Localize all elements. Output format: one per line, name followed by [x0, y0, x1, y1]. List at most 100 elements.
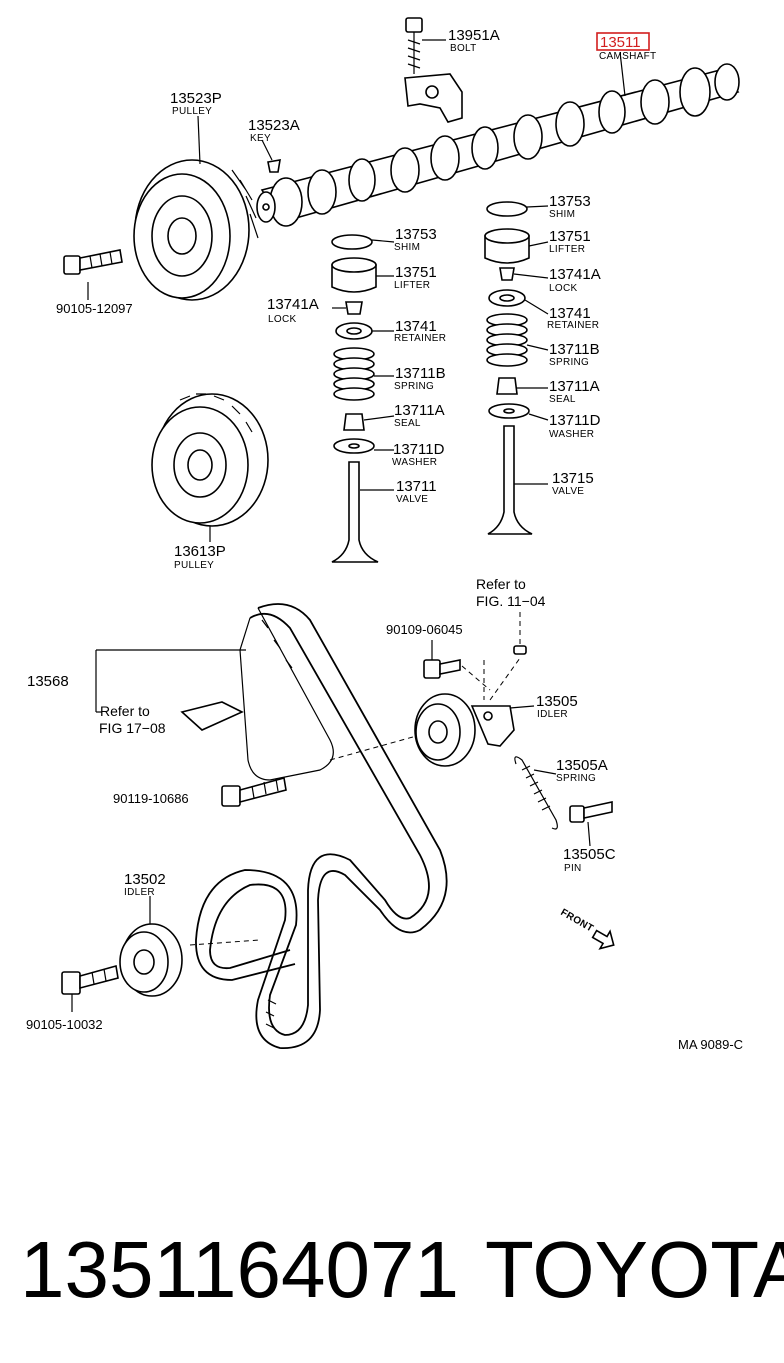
bolt-13951a-icon[interactable] [405, 17, 423, 74]
callout-washer-left-name: WASHER [392, 457, 437, 468]
spring-right-icon[interactable] [486, 313, 528, 367]
callout-90119-10686: 90119-10686 [113, 791, 189, 806]
callout-lock-left-name: LOCK [268, 314, 296, 325]
bolt-90105-10032-icon[interactable] [61, 964, 119, 995]
front-arrow-icon: FRONT [559, 907, 615, 950]
footer-part-number: 1351164071 [20, 1225, 459, 1314]
callout-retainer-right-number: 13741 [549, 305, 591, 322]
lock-right-icon[interactable] [499, 267, 515, 281]
callout-washer-right-number: 13711D [549, 412, 601, 429]
callout-13568-number: 13568 [27, 673, 69, 690]
spring-left-icon[interactable] [333, 347, 375, 401]
callout-13505-name: IDLER [537, 709, 568, 720]
callout-13523a-number: 13523A [248, 117, 300, 134]
key-icon[interactable] [267, 159, 281, 173]
callout-valve-left-name: VALVE [396, 494, 428, 505]
callout-valve-left-number: 13711 [396, 478, 437, 495]
callout-retainer-left-name: RETAINER [394, 333, 446, 344]
callout-seal-right-number: 13711A [549, 378, 600, 395]
callout-retainer-right-name: RETAINER [547, 320, 599, 331]
valve-left-icon[interactable] [331, 461, 379, 563]
callout-13951a-name: BOLT [450, 43, 477, 54]
callout-13505c-number: 13505C [563, 846, 616, 863]
reference-plate-icon [180, 701, 244, 731]
refer-fig-17-08-line1: Refer to [100, 703, 150, 719]
callout-shim-left-number: 13753 [395, 226, 437, 243]
idler-13502[interactable] [119, 923, 183, 997]
callout-lifter-right-name: LIFTER [549, 244, 585, 255]
callout-spring-right-name: SPRING [549, 357, 589, 368]
callout-13613p-name: PULLEY [174, 560, 214, 571]
footer: 1351164071 TOYOTA [20, 1215, 784, 1325]
seal-left-icon[interactable] [343, 413, 365, 431]
bolt-90109-06045-icon[interactable] [423, 659, 461, 679]
refer-fig-17-08-line2[interactable]: FIG 17−08 [99, 720, 166, 736]
refer-fig-11-04-line1: Refer to [476, 576, 526, 592]
callout-lifter-right-number: 13751 [549, 228, 591, 245]
callout-spring-left-name: SPRING [394, 381, 434, 392]
callout-13523a-name: KEY [250, 133, 271, 144]
callout-13505-number: 13505 [536, 693, 578, 710]
bolt-90119-10686-icon[interactable] [221, 776, 287, 807]
pin-13505c-icon[interactable] [569, 801, 613, 823]
lifter-left-icon[interactable] [331, 257, 377, 293]
callout-13523p-number: 13523P [170, 90, 222, 107]
callout-13502-number: 13502 [124, 871, 166, 888]
lock-left-icon[interactable] [345, 301, 363, 315]
callout-13511-number[interactable]: 13511 [600, 34, 641, 51]
callout-13523p-name: PULLEY [172, 106, 212, 117]
callout-retainer-left-number: 13741 [395, 318, 437, 335]
callout-spring-left-number: 13711B [395, 365, 446, 382]
retainer-left-icon[interactable] [335, 322, 373, 340]
callout-shim-right-number: 13753 [549, 193, 591, 210]
highlight-box-camshaft [596, 32, 650, 51]
callout-90105-12097: 90105-12097 [56, 301, 133, 316]
callout-13502-name: IDLER [124, 887, 155, 898]
callout-seal-right-name: SEAL [549, 394, 576, 405]
washer-left-icon[interactable] [333, 438, 375, 454]
refer-fig-11-04-line2[interactable]: FIG. 11−04 [476, 593, 546, 609]
seal-right-icon[interactable] [496, 377, 518, 395]
washer-right-icon[interactable] [488, 403, 530, 419]
idler-13505[interactable] [414, 693, 515, 767]
callout-washer-left-number: 13711D [393, 441, 445, 458]
callout-13613p-number: 13613P [174, 543, 226, 560]
callout-90109-06045: 90109-06045 [386, 622, 463, 637]
callout-valve-right-number: 13715 [552, 470, 594, 487]
callout-lifter-left-name: LIFTER [394, 280, 430, 291]
spring-13505a-icon[interactable] [514, 756, 558, 830]
callout-spring-right-number: 13711B [549, 341, 600, 358]
callout-13505a-number: 13505A [556, 757, 608, 774]
lifter-right-icon[interactable] [484, 228, 530, 264]
parts-diagram: FRONT 13951A BOLT 13511 CAMSHAFT 13523P … [26, 17, 743, 1052]
figure-code: MA 9089-C [678, 1037, 743, 1052]
callout-lock-right-number: 13741A [549, 266, 601, 283]
callout-valve-right-name: VALVE [552, 486, 584, 497]
callout-13951a-number: 13951A [448, 27, 500, 44]
valve-stack-left [331, 234, 395, 563]
callout-lock-right-name: LOCK [549, 283, 577, 294]
camshaft[interactable] [256, 63, 740, 227]
callout-lifter-left-number: 13751 [395, 264, 437, 281]
retainer-right-icon[interactable] [488, 289, 526, 307]
callout-13505c-name: PIN [564, 863, 582, 874]
camshaft-bearing-cap[interactable] [404, 73, 463, 123]
callout-90105-10032: 90105-10032 [26, 1017, 103, 1032]
camshaft-pulley-13523p[interactable] [133, 159, 259, 301]
callout-13505a-name: SPRING [556, 773, 596, 784]
callout-lock-left-number: 13741A [267, 296, 319, 313]
dowel-pin-icon [513, 645, 527, 655]
callout-shim-right-name: SHIM [549, 209, 575, 220]
valve-right-icon[interactable] [487, 425, 533, 535]
front-label: FRONT [559, 907, 596, 935]
shim-left-icon[interactable] [331, 234, 373, 250]
footer-brand: TOYOTA [485, 1225, 784, 1314]
callout-seal-left-number: 13711A [394, 402, 445, 419]
timing-belt-13568[interactable] [195, 603, 448, 1049]
pulley-13613p[interactable] [151, 393, 269, 527]
callout-washer-right-name: WASHER [549, 429, 594, 440]
bolt-90105-12097-icon[interactable] [63, 249, 123, 275]
callout-seal-left-name: SEAL [394, 418, 421, 429]
shim-right-icon[interactable] [486, 201, 528, 217]
valve-stack-right [484, 201, 549, 535]
